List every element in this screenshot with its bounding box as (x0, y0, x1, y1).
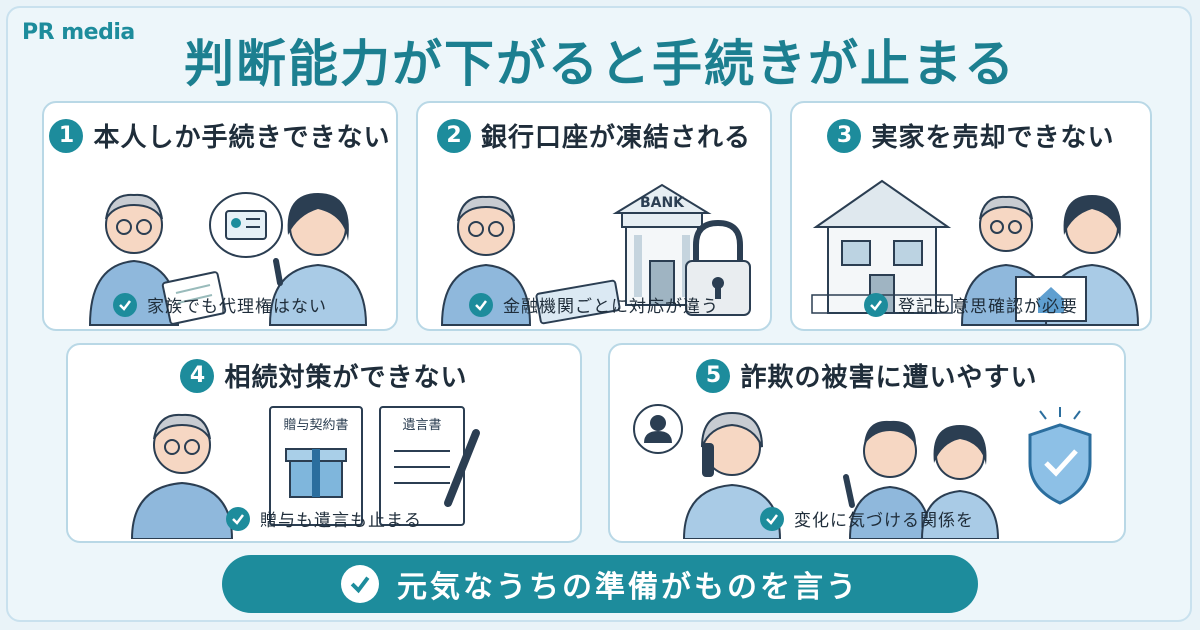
card-note: 金融機関ごとに対応が違う (418, 292, 770, 317)
page-title: 判断能力が下がると手続きが止まる (184, 35, 1016, 93)
card-note-text: 贈与も遺言も止まる (260, 511, 422, 531)
check-icon (113, 292, 137, 317)
card-number: 1 (49, 118, 84, 153)
illustration-scam-phone (633, 404, 1092, 539)
card-title: 本人しか手続きできない (93, 123, 391, 153)
card-header: 1 本人しか手続きできない (44, 117, 396, 154)
card-note-text: 変化に気づける関係を (794, 511, 974, 531)
gift-icon (285, 448, 347, 498)
pen-icon (444, 429, 480, 507)
card-header: 2 銀行口座が凍結される (418, 117, 770, 154)
card-number: 3 (827, 118, 862, 153)
card-note: 贈与も遺言も止まる (68, 506, 580, 531)
illustration-elder-with-document (88, 192, 368, 326)
card-number: 5 (696, 358, 731, 393)
card-title: 銀行口座が凍結される (480, 123, 751, 153)
banner-text: 元気なうちの準備がものを言う (397, 570, 859, 605)
card-1: 1 本人しか手続きできない 家族でも代理権はない (42, 101, 398, 331)
shield-icon (1028, 407, 1092, 505)
phone-icon (702, 443, 714, 477)
conclusion-banner: 元気なうちの準備がものを言う (222, 555, 978, 613)
card-header: 3 実家を売却できない (792, 117, 1150, 154)
card-note-text: 家族でも代理権はない (147, 297, 327, 317)
card-4: 4 相続対策ができない 贈与契約書 遺言書 贈与も遺言も止まる (66, 343, 582, 543)
illustration-gift-will: 贈与契約書 遺言書 (130, 406, 480, 539)
illustration-house-couple (811, 179, 1140, 326)
card-note-text: 登記も意思確認が必要 (898, 297, 1078, 317)
check-icon (469, 292, 493, 317)
card-note: 家族でも代理権はない (44, 292, 396, 317)
card-header: 4 相続対策ができない (68, 357, 580, 394)
card-3: 3 実家を売却できない 登記も意思確認が必要 (790, 101, 1152, 331)
card-title: 相続対策ができない (224, 363, 468, 393)
card-title: 詐欺の被害に遭いやすい (740, 363, 1038, 393)
card-note: 登記も意思確認が必要 (792, 292, 1150, 317)
card-note-text: 金融機関ごとに対応が違う (503, 297, 719, 317)
card-header: 5 詐欺の被害に遭いやすい (610, 357, 1124, 394)
id-card-icon (225, 210, 267, 240)
card-5: 5 詐欺の被害に遭いやすい 変化 (608, 343, 1126, 543)
card-title: 実家を売却できない (871, 123, 1115, 153)
card-number: 4 (180, 358, 215, 393)
will-doc-label: 遺言書 (402, 418, 441, 433)
bank-label: BANK (640, 195, 685, 211)
check-icon (760, 506, 784, 531)
card-2: 2 銀行口座が凍結される BANK 金融機関 (416, 101, 772, 331)
card-number: 2 (436, 118, 471, 153)
gift-doc-label: 贈与契約書 (283, 417, 348, 433)
check-icon (226, 506, 250, 531)
check-icon (341, 565, 379, 603)
check-icon (864, 292, 888, 317)
lock-icon (685, 219, 751, 316)
card-note: 変化に気づける関係を (610, 506, 1124, 531)
brand-logo: PR media (22, 20, 135, 45)
